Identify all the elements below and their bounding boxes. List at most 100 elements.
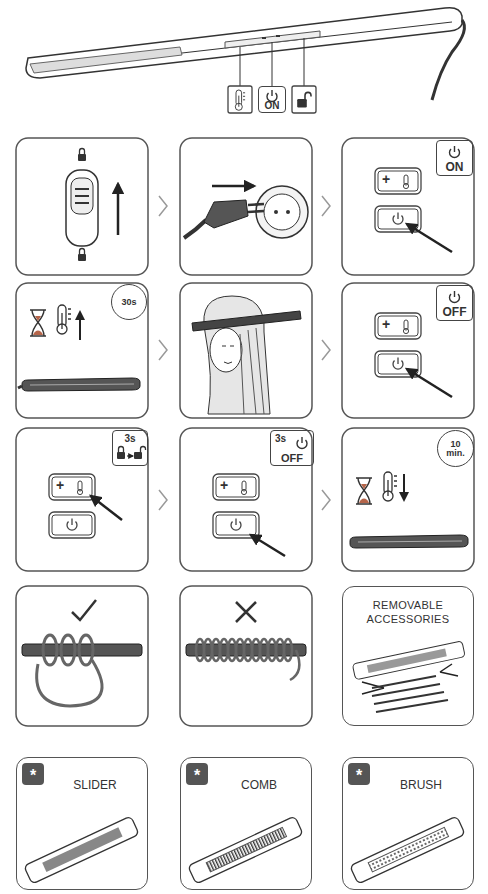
node-text: ON [265, 101, 280, 112]
node-text: 3s [124, 433, 135, 444]
drawing-part [79, 635, 93, 665]
drawing-part [212, 185, 254, 188]
drawing-part [42, 827, 122, 872]
drawing-part [159, 340, 167, 360]
drawing-part [240, 38, 304, 86]
timer-circle: 10 min. [437, 430, 474, 467]
drawing-part [407, 224, 452, 252]
button-label: + [220, 477, 228, 493]
node-text: ON [446, 161, 464, 174]
straightener-top [26, 8, 464, 113]
node-text: 3s [275, 433, 286, 444]
drawing-part [91, 496, 122, 520]
accessory-panel: *SLIDER [16, 757, 148, 890]
drawing-part [117, 184, 120, 235]
drawing-part [184, 220, 206, 238]
drawing-part [188, 816, 303, 884]
drawing-part [16, 586, 148, 726]
node-text: 10 min. [444, 440, 468, 458]
accessory-panel: *BRUSH [342, 757, 474, 890]
drawing-part [342, 138, 474, 275]
drawing-part [322, 340, 330, 360]
node-text: OFF [271, 452, 313, 464]
drawing-part [61, 635, 75, 665]
drawing-part [213, 474, 259, 538]
drawing-part [284, 639, 292, 661]
drawing-part [432, 20, 464, 100]
accessory-panel: *COMB [180, 757, 312, 890]
drawing-part [117, 447, 125, 460]
drawing-part [450, 291, 460, 303]
drawing-part [16, 138, 148, 275]
drawing-part [403, 474, 405, 500]
chevron [159, 196, 330, 510]
drawing-part [383, 472, 397, 501]
drawing-part [79, 312, 81, 340]
drawing-part [297, 92, 311, 107]
drawing-part [235, 90, 245, 110]
drawing-part [222, 346, 234, 364]
drawing-part [72, 600, 96, 620]
drawing-part [342, 428, 474, 571]
drawing-part [127, 455, 133, 456]
cord-storage-wrong [186, 602, 306, 680]
accessory-panel: REMOVABLE ACCESSORIES [342, 586, 474, 726]
drawing-part [78, 249, 86, 262]
step-panel [16, 138, 474, 726]
heat-up [18, 305, 140, 391]
drawing-part [204, 296, 270, 414]
drawing-part [264, 194, 300, 230]
drawing-part [440, 664, 458, 676]
asterisk-mark: * [22, 763, 44, 785]
drawing-part [37, 635, 102, 706]
drawing-part [78, 149, 86, 162]
drawing-part [375, 168, 421, 232]
drawing-part [368, 827, 448, 872]
brush-accessory [350, 816, 465, 884]
indicator-tag: ON [258, 86, 286, 113]
slider-accessory [24, 816, 139, 884]
cool-down [350, 472, 468, 548]
lock-switch [66, 149, 118, 262]
drawing-part [251, 535, 285, 556]
drawing-part [49, 474, 95, 538]
drawing-part [262, 36, 280, 38]
drawing-part [350, 535, 468, 548]
node-text: COMB [211, 778, 307, 792]
drawing-part [24, 816, 139, 884]
indicator-tag: 3sOFF [270, 430, 314, 466]
drawing-part [196, 639, 292, 661]
node-text: OFF [443, 306, 467, 319]
drawing-part [180, 138, 312, 275]
button-label: + [382, 171, 390, 187]
drawing-part [206, 827, 286, 872]
drawing-part [43, 635, 57, 665]
indicator-tag: OFF [436, 285, 473, 321]
drawing-part [26, 8, 462, 78]
indicator-tag: ON [436, 140, 473, 176]
drawing-part [352, 641, 465, 680]
drawing-part [159, 490, 167, 510]
drawing-part [407, 369, 452, 397]
drawing-part [450, 146, 460, 158]
node-text: BRUSH [373, 778, 469, 792]
drawing-part [180, 283, 312, 418]
drawing-part [286, 210, 290, 214]
comb-accessory [188, 816, 303, 884]
drawing-part [240, 328, 264, 414]
node-text: REMOVABLE ACCESSORIES [343, 599, 473, 627]
styling-figure [192, 296, 301, 414]
drawing-part [322, 490, 330, 510]
drawing-part [292, 86, 316, 113]
button-label: + [56, 477, 64, 493]
accessories [352, 641, 465, 712]
drawing-part [228, 86, 252, 113]
drawing-part [71, 178, 93, 214]
timer-circle: 30s [111, 284, 147, 320]
drawing-part [367, 649, 447, 673]
drawing-part [236, 602, 256, 622]
drawing-part [372, 676, 448, 712]
drawing-part [16, 283, 148, 418]
drawing-part [134, 447, 146, 460]
